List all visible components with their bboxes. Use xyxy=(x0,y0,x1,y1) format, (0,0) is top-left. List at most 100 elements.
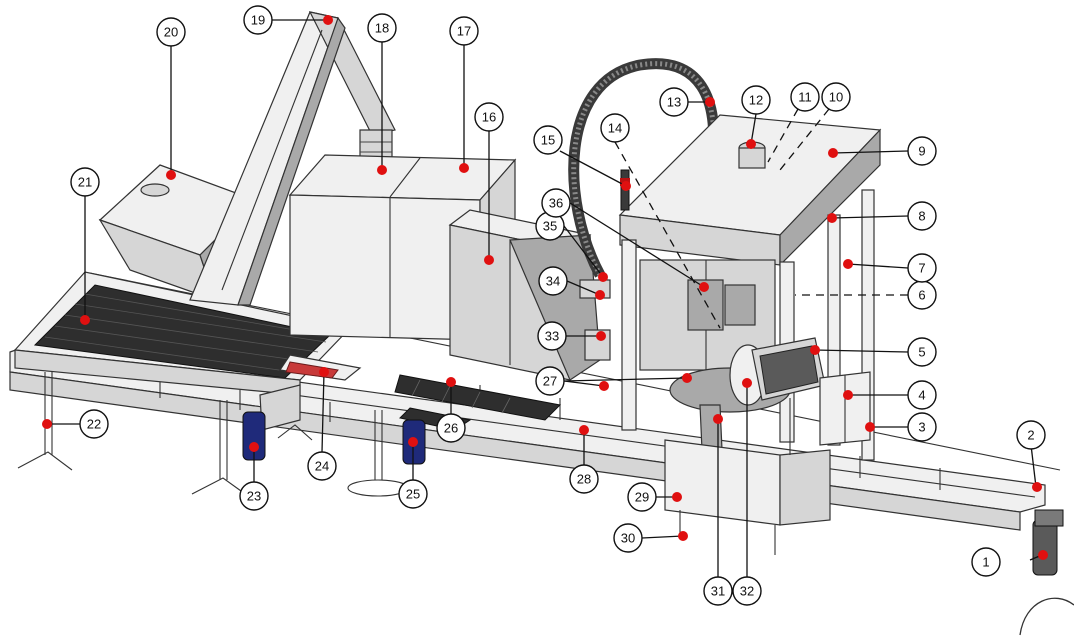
callout-30: 30 xyxy=(613,523,643,553)
marker-18 xyxy=(377,165,387,175)
marker-9 xyxy=(828,148,838,158)
callout-29-label: 29 xyxy=(635,490,649,505)
callout-21: 21 xyxy=(70,167,100,197)
leader-lines xyxy=(47,19,1043,577)
callout-22-label: 22 xyxy=(87,417,101,432)
callout-15: 15 xyxy=(533,125,563,155)
machine-base xyxy=(664,439,831,555)
callout-34-label: 34 xyxy=(546,274,560,289)
marker-20 xyxy=(166,170,176,180)
marker-35 xyxy=(598,272,608,282)
marker-15 xyxy=(621,181,631,191)
callout-22: 22 xyxy=(79,409,109,439)
callout-8: 8 xyxy=(907,201,937,231)
callout-4: 4 xyxy=(907,380,937,410)
marker-12 xyxy=(746,139,756,149)
machine-illustration xyxy=(9,11,1074,636)
marker-5 xyxy=(810,345,820,355)
marker-27a xyxy=(682,373,692,383)
callout-23: 23 xyxy=(239,481,269,511)
marker-8 xyxy=(827,213,837,223)
callout-10-label: 10 xyxy=(829,90,843,105)
callout-18: 18 xyxy=(367,13,397,43)
callout-14: 14 xyxy=(600,113,630,143)
callout-1: 1 xyxy=(971,547,1001,577)
callout-36-label: 36 xyxy=(549,196,563,211)
callout-14-label: 14 xyxy=(608,121,622,136)
callout-20-label: 20 xyxy=(164,25,178,40)
callout-32-label: 32 xyxy=(740,584,754,599)
callout-34: 34 xyxy=(538,266,568,296)
callout-19: 19 xyxy=(243,5,273,35)
marker-21 xyxy=(80,315,90,325)
callout-25: 25 xyxy=(398,479,428,509)
motors xyxy=(242,411,1074,636)
marker-29 xyxy=(672,492,682,502)
callout-24: 24 xyxy=(307,451,337,481)
callout-33: 33 xyxy=(537,321,567,351)
marker-33 xyxy=(596,331,606,341)
accumulation-table xyxy=(13,271,352,497)
callout-13: 13 xyxy=(659,87,689,117)
callout-30-label: 30 xyxy=(621,531,635,546)
electrical-cabinet xyxy=(448,209,601,381)
capping-head-housing xyxy=(618,114,882,267)
marker-30 xyxy=(678,531,688,541)
marker-31 xyxy=(713,414,723,424)
front-guards xyxy=(819,371,871,446)
marker-3 xyxy=(865,422,875,432)
callout-11: 11 xyxy=(790,82,820,112)
callout-11-label: 11 xyxy=(798,90,812,105)
callout-6: 6 xyxy=(907,280,937,310)
callout-7-label: 7 xyxy=(918,261,925,276)
hmi-panel xyxy=(751,337,826,455)
callout-29: 29 xyxy=(627,482,657,512)
callout-5: 5 xyxy=(907,337,937,367)
callout-16: 16 xyxy=(474,102,504,132)
callout-27-label: 27 xyxy=(543,374,557,389)
callout-15-label: 15 xyxy=(541,133,555,148)
callout-16-label: 16 xyxy=(482,110,496,125)
callout-2-label: 2 xyxy=(1027,428,1034,443)
callout-24-label: 24 xyxy=(315,459,329,474)
marker-13 xyxy=(705,97,715,107)
marker-34 xyxy=(595,290,605,300)
callout-36: 36 xyxy=(541,188,571,218)
callout-31: 31 xyxy=(703,576,733,606)
callout-13-label: 13 xyxy=(667,95,681,110)
callout-12: 12 xyxy=(741,85,771,115)
callout-2: 2 xyxy=(1016,420,1046,450)
marker-19 xyxy=(323,15,333,25)
callout-32: 32 xyxy=(732,576,762,606)
cap-elevator xyxy=(189,11,396,306)
callout-3: 3 xyxy=(907,412,937,442)
callout-28-label: 28 xyxy=(577,472,591,487)
marker-26 xyxy=(446,377,456,387)
callout-21-label: 21 xyxy=(78,175,92,190)
marker-22 xyxy=(42,419,52,429)
marker-24 xyxy=(319,367,329,377)
callout-17: 17 xyxy=(449,16,479,46)
marker-25 xyxy=(408,437,418,447)
callout-12-label: 12 xyxy=(749,93,763,108)
callout-4-label: 4 xyxy=(918,388,925,403)
callout-19-label: 19 xyxy=(251,13,265,28)
marker-23 xyxy=(249,442,259,452)
marker-28 xyxy=(579,425,589,435)
marker-36 xyxy=(699,282,709,292)
marker-16 xyxy=(484,255,494,265)
callout-35-label: 35 xyxy=(543,219,557,234)
marker-27b xyxy=(599,381,609,391)
marker-7 xyxy=(843,259,853,269)
callout-8-label: 8 xyxy=(918,209,925,224)
callout-20: 20 xyxy=(156,17,186,47)
marker-32 xyxy=(742,378,752,388)
marker-2 xyxy=(1032,482,1042,492)
callout-31-label: 31 xyxy=(711,584,725,599)
callout-3-label: 3 xyxy=(918,420,925,435)
callout-18-label: 18 xyxy=(375,21,389,36)
marker-4 xyxy=(843,390,853,400)
transfer-conveyor xyxy=(259,354,562,431)
callout-9-label: 9 xyxy=(918,144,925,159)
